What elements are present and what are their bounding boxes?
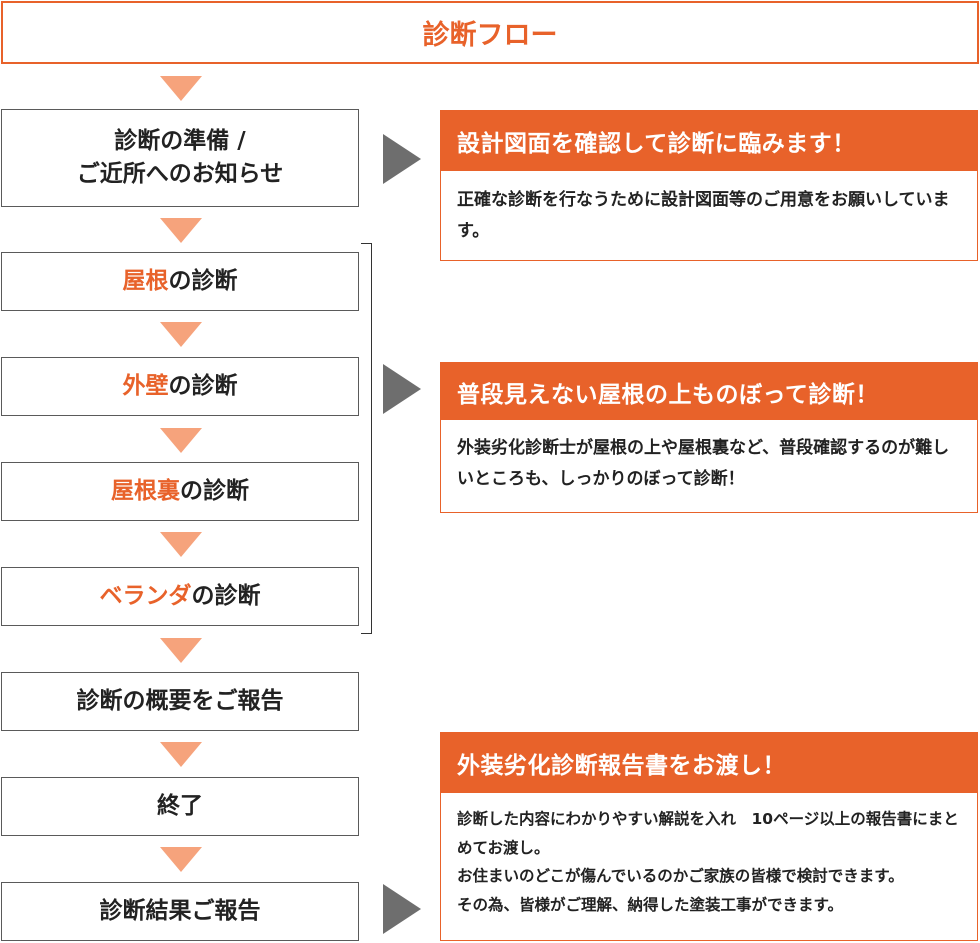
callout-report-heading: 外装劣化診断報告書をお渡し！ [441,733,977,793]
step-attic-highlight: 屋根裏 [111,477,180,504]
down-arrow-icon [160,742,202,767]
right-arrow-icon [383,134,421,184]
callout-report-text-3: その為、皆様がご理解、納得した塗装工事ができます。 [457,896,843,915]
callout-report-text-1: 診断した内容にわかりやすい解説を入れ 10ページ以上の報告書にまとめてお渡し。 [457,810,959,857]
callout-drawings-body: 正確な診断を行なうために設計図面等のご用意をお願いしています。 [441,171,977,246]
callout-report-text-2: お住まいのどこが傷んでいるのかご家族の皆様で検討できます。 [457,867,904,886]
step-veranda-highlight: ベランダ [99,582,192,609]
step-summary-report-label: 診断の概要をご報告 [76,687,284,714]
step-preparation-line2: ご近所へのお知らせ [76,161,284,187]
right-arrow-icon [383,884,421,934]
step-roof-label: の診断 [168,267,238,294]
step-veranda: ベランダの診断 [1,567,359,626]
step-wall-label: の診断 [168,372,238,399]
callout-report-body: 診断した内容にわかりやすい解説を入れ 10ページ以上の報告書にまとめてお渡し。 … [441,793,977,920]
down-arrow-icon [160,428,202,453]
step-result-report: 診断結果ご報告 [1,882,359,941]
callout-drawings-text: 正確な診断を行なうために設計図面等のご用意をお願いしています。 [457,190,950,241]
flow-title: 診断フロー [1,1,979,64]
callout-drawings-heading: 設計図面を確認して診断に臨みます！ [441,111,977,171]
down-arrow-icon [160,76,202,101]
right-arrow-icon [383,364,421,414]
step-attic-label: の診断 [180,477,249,504]
step-result-report-label: 診断結果ご報告 [99,897,261,924]
callout-roof-climb-text: 外装劣化診断士が屋根の上や屋根裏など、普段確認するのが難しいところも、しっかりの… [457,438,950,489]
callout-report: 外装劣化診断報告書をお渡し！ 診断した内容にわかりやすい解説を入れ 10ページ以… [440,732,978,941]
step-end-label: 終了 [157,792,203,819]
down-arrow-icon [160,532,202,557]
callout-roof-climb: 普段見えない屋根の上ものぼって診断！ 外装劣化診断士が屋根の上や屋根裏など、普段… [440,362,978,513]
step-wall: 外壁の診断 [1,357,359,416]
step-attic: 屋根裏の診断 [1,462,359,521]
down-arrow-icon [160,847,202,872]
down-arrow-icon [160,218,202,243]
step-preparation-line1: 診断の準備 / [114,127,246,154]
step-summary-report: 診断の概要をご報告 [1,672,359,731]
step-roof: 屋根の診断 [1,252,359,311]
step-preparation: 診断の準備 / ご近所へのお知らせ [1,109,359,207]
step-roof-highlight: 屋根 [122,267,169,294]
callout-roof-climb-heading: 普段見えない屋根の上ものぼって診断！ [441,363,977,420]
callout-roof-climb-body: 外装劣化診断士が屋根の上や屋根裏など、普段確認するのが難しいところも、しっかりの… [441,420,977,494]
group-bracket [361,243,372,634]
step-end: 終了 [1,777,359,836]
step-wall-highlight: 外壁 [122,372,169,399]
callout-drawings: 設計図面を確認して診断に臨みます！ 正確な診断を行なうために設計図面等のご用意を… [440,110,978,261]
down-arrow-icon [160,322,202,347]
step-veranda-label: の診断 [191,582,261,609]
down-arrow-icon [160,638,202,663]
